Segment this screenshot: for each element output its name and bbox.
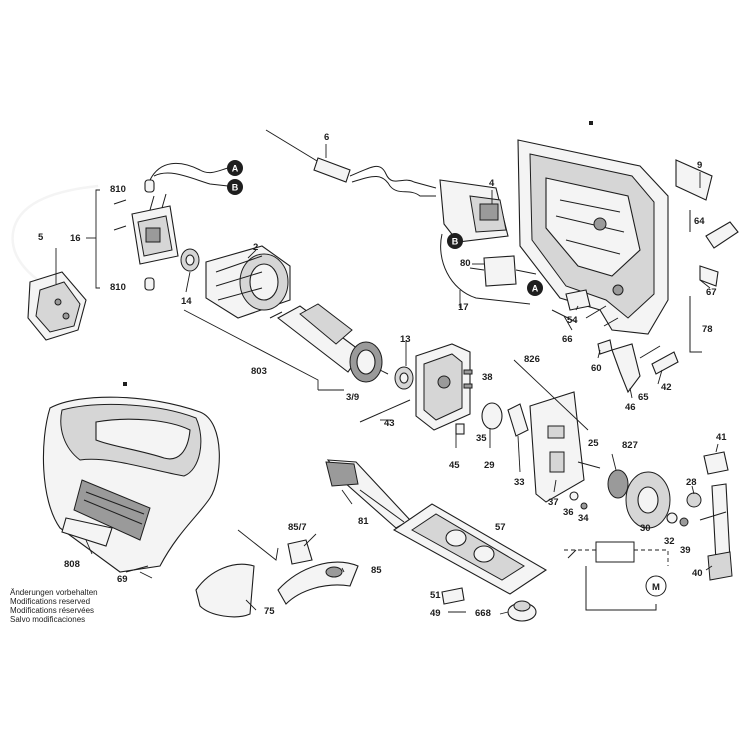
part-label-46: 46: [625, 402, 636, 413]
part-label-39: 39: [680, 545, 691, 556]
part-label-29: 29: [484, 460, 495, 471]
switch-part: [113, 179, 179, 291]
gear-housing-part: [415, 343, 473, 435]
part-label-810-bottom: 810: [110, 282, 126, 293]
part-label-5: 5: [38, 232, 44, 243]
callout-badge-a-top: A: [227, 160, 243, 176]
part-label-25: 25: [588, 438, 599, 449]
part-label-32: 32: [664, 536, 675, 547]
part-label-35: 35: [476, 433, 487, 444]
part-label-54: 54: [567, 315, 578, 326]
svg-text:B: B: [452, 237, 459, 247]
callout-badge-b-mid: B: [447, 233, 463, 249]
svg-text:A: A: [532, 284, 539, 294]
note-line-en: Modifications reserved: [10, 597, 90, 606]
part-label-37: 37: [548, 497, 559, 508]
stator-part: [205, 245, 291, 319]
part-label-810-top: 810: [110, 184, 126, 195]
callout-badge-b-top: B: [227, 179, 243, 195]
part-label-81: 81: [358, 516, 369, 527]
note-line-de: Änderungen vorbehalten: [10, 588, 98, 597]
base-plate-part: [392, 503, 548, 595]
part-label-4: 4: [489, 178, 495, 189]
leader-lines: [55, 144, 719, 615]
part-label-85-7: 85/7: [288, 522, 307, 533]
part-label-34: 34: [578, 513, 589, 524]
svg-text:A: A: [232, 164, 239, 174]
part-label-30: 30: [640, 523, 651, 534]
part-label-67: 67: [706, 287, 717, 298]
part-label-75: 75: [264, 606, 275, 617]
housing-half-right-part: [517, 139, 669, 335]
part-label-43: 43: [384, 418, 395, 429]
part-label-16: 16: [70, 233, 81, 244]
part-label-40: 40: [692, 568, 703, 579]
capacitor-part: [483, 255, 517, 287]
part-label-36: 36: [563, 507, 574, 518]
part-label-69: 69: [117, 574, 128, 585]
armature-part: [269, 303, 389, 383]
part-label-45: 45: [449, 460, 460, 471]
electronic-module-part: [439, 179, 509, 243]
part-label-17: 17: [458, 302, 469, 313]
part-label-51: 51: [430, 590, 441, 601]
note-line-fr: Modifications réservées: [10, 606, 94, 615]
part-label-6: 6: [324, 132, 329, 143]
part-label-826: 826: [524, 354, 540, 365]
part-label-65: 65: [638, 392, 649, 403]
circuit-schematic: [564, 541, 669, 611]
part-label-41: 41: [716, 432, 727, 443]
motor-symbol: M: [652, 582, 660, 593]
marker-square: [123, 382, 127, 386]
part-label-14: 14: [181, 296, 192, 307]
part-label-38: 38: [482, 372, 493, 383]
guard-part: [195, 563, 255, 618]
housing-half-left-part: [42, 396, 220, 573]
note-line-es: Salvo modificaciones: [10, 615, 85, 624]
part-label-66: 66: [562, 334, 573, 345]
part-label-28: 28: [686, 477, 697, 488]
part-label-13: 13: [400, 334, 411, 345]
power-cord-part: [11, 184, 99, 341]
cover-plate-part: [675, 159, 713, 201]
part-labels: 6 4 9 64 5 16 810 810 2 14 80 17 67 78 1…: [38, 132, 727, 619]
part-label-57: 57: [495, 522, 506, 533]
part-label-78: 78: [702, 324, 713, 335]
marker-square: [589, 121, 593, 125]
part-label-808: 808: [64, 559, 80, 570]
part-label-60: 60: [591, 363, 602, 374]
part-label-803: 803: [251, 366, 267, 377]
part-label-80: 80: [460, 258, 471, 269]
part-label-64: 64: [694, 216, 705, 227]
part-label-49: 49: [430, 608, 441, 619]
part-label-3-9: 3/9: [346, 392, 359, 403]
callout-badge-a-mid: A: [527, 280, 543, 296]
modifications-note: Änderungen vorbehalten Modifications res…: [10, 588, 98, 624]
part-label-827: 827: [622, 440, 638, 451]
part-label-9: 9: [697, 160, 702, 171]
part-label-2: 2: [253, 242, 258, 253]
part-label-85: 85: [371, 565, 382, 576]
part-label-42: 42: [661, 382, 672, 393]
svg-text:B: B: [232, 183, 239, 193]
cable-tube-part: [265, 129, 437, 197]
part-label-668: 668: [475, 608, 491, 619]
part-label-33: 33: [514, 477, 525, 488]
